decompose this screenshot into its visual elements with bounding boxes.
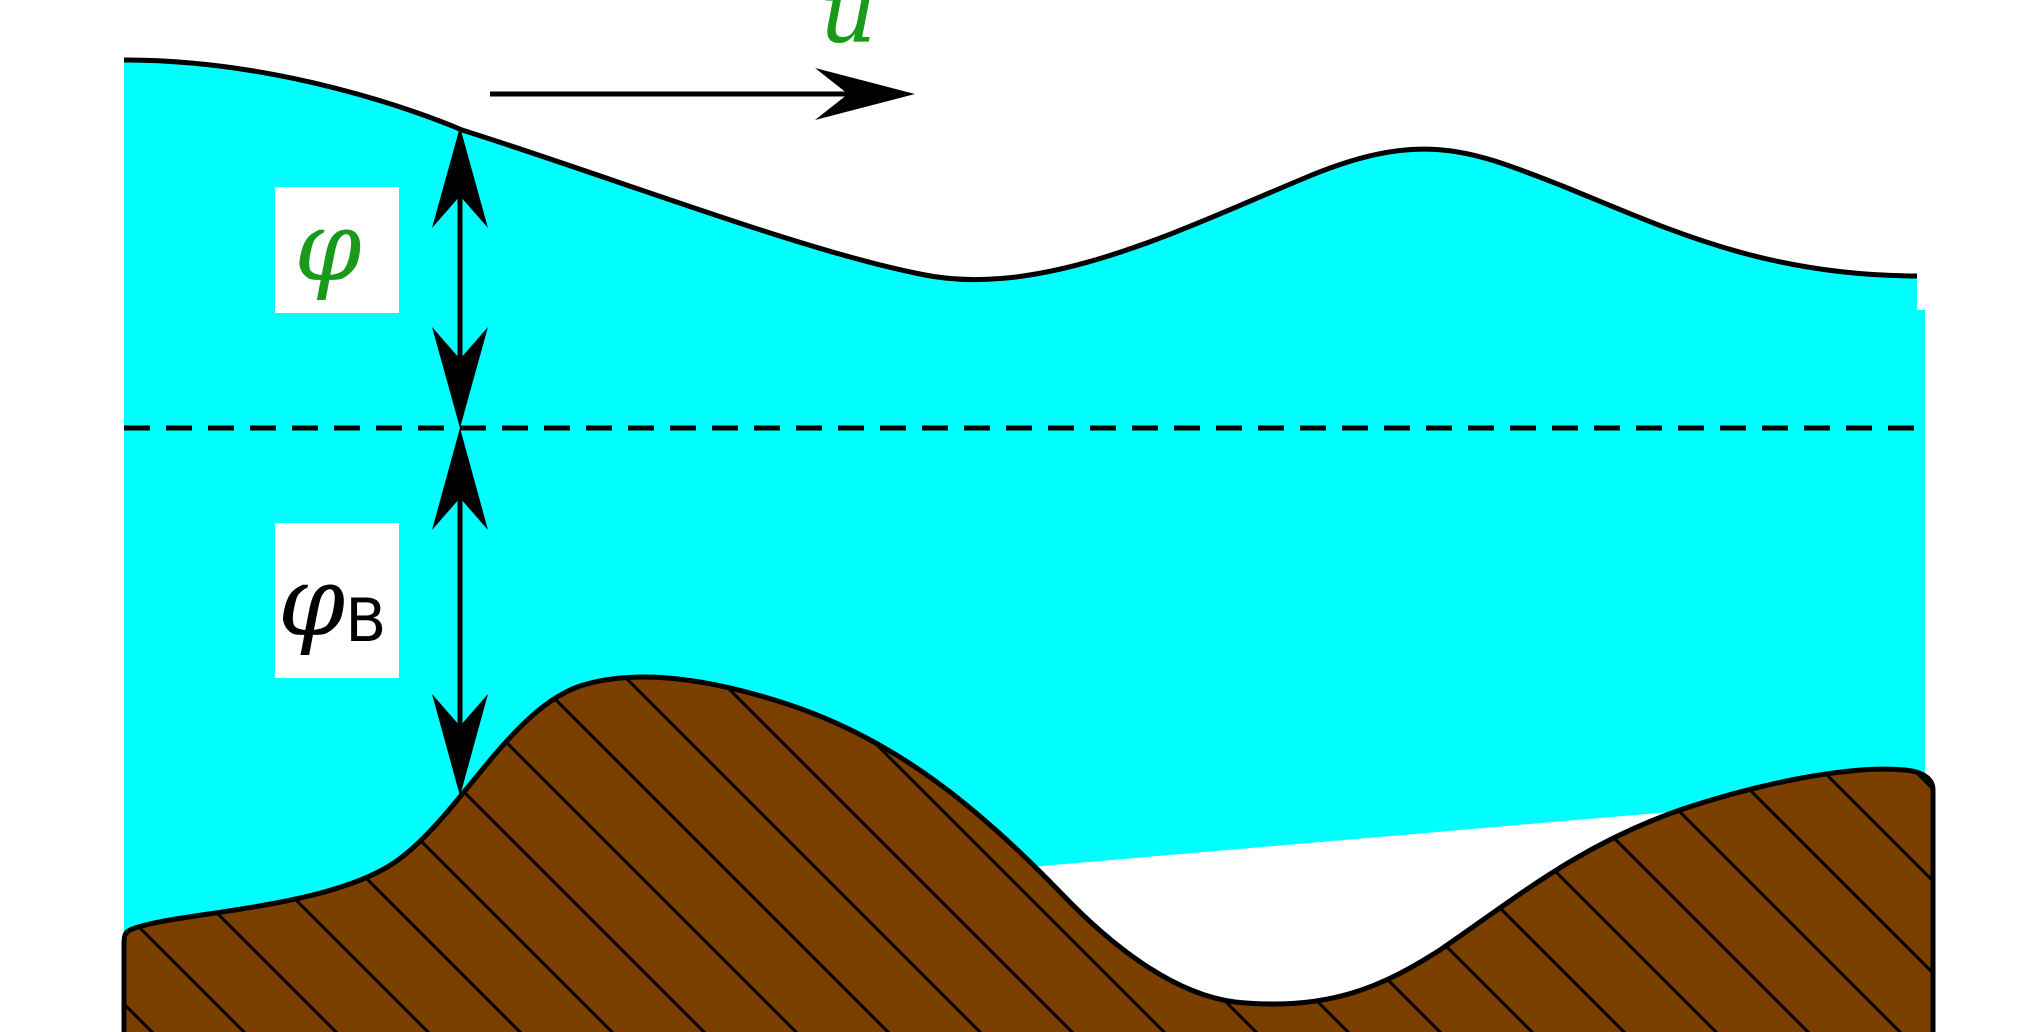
bed-fill	[124, 677, 1933, 1032]
hatch-line	[494, 677, 918, 1032]
base-depth-subscript: B	[345, 586, 386, 656]
perturbation-label: φ	[294, 191, 361, 303]
base-depth-label-box	[275, 523, 399, 678]
hatch-line	[0, 640, 88, 1032]
hatch-line	[124, 677, 274, 1032]
base-depth-double-arrow	[432, 428, 488, 796]
hatch-line	[1968, 640, 2042, 1032]
hatch-line	[586, 677, 1010, 1032]
free-surface-line	[123, 57, 1918, 283]
hatch-line	[678, 677, 1102, 1032]
perturbation-label-box	[275, 187, 399, 313]
bed-outline	[121, 674, 1936, 1032]
perturbation-double-arrow	[432, 127, 488, 428]
velocity-label: u	[820, 0, 877, 63]
base-depth-label: φB	[278, 546, 386, 658]
base-depth-symbol: φ	[278, 546, 345, 658]
velocity-arrow	[490, 68, 915, 120]
